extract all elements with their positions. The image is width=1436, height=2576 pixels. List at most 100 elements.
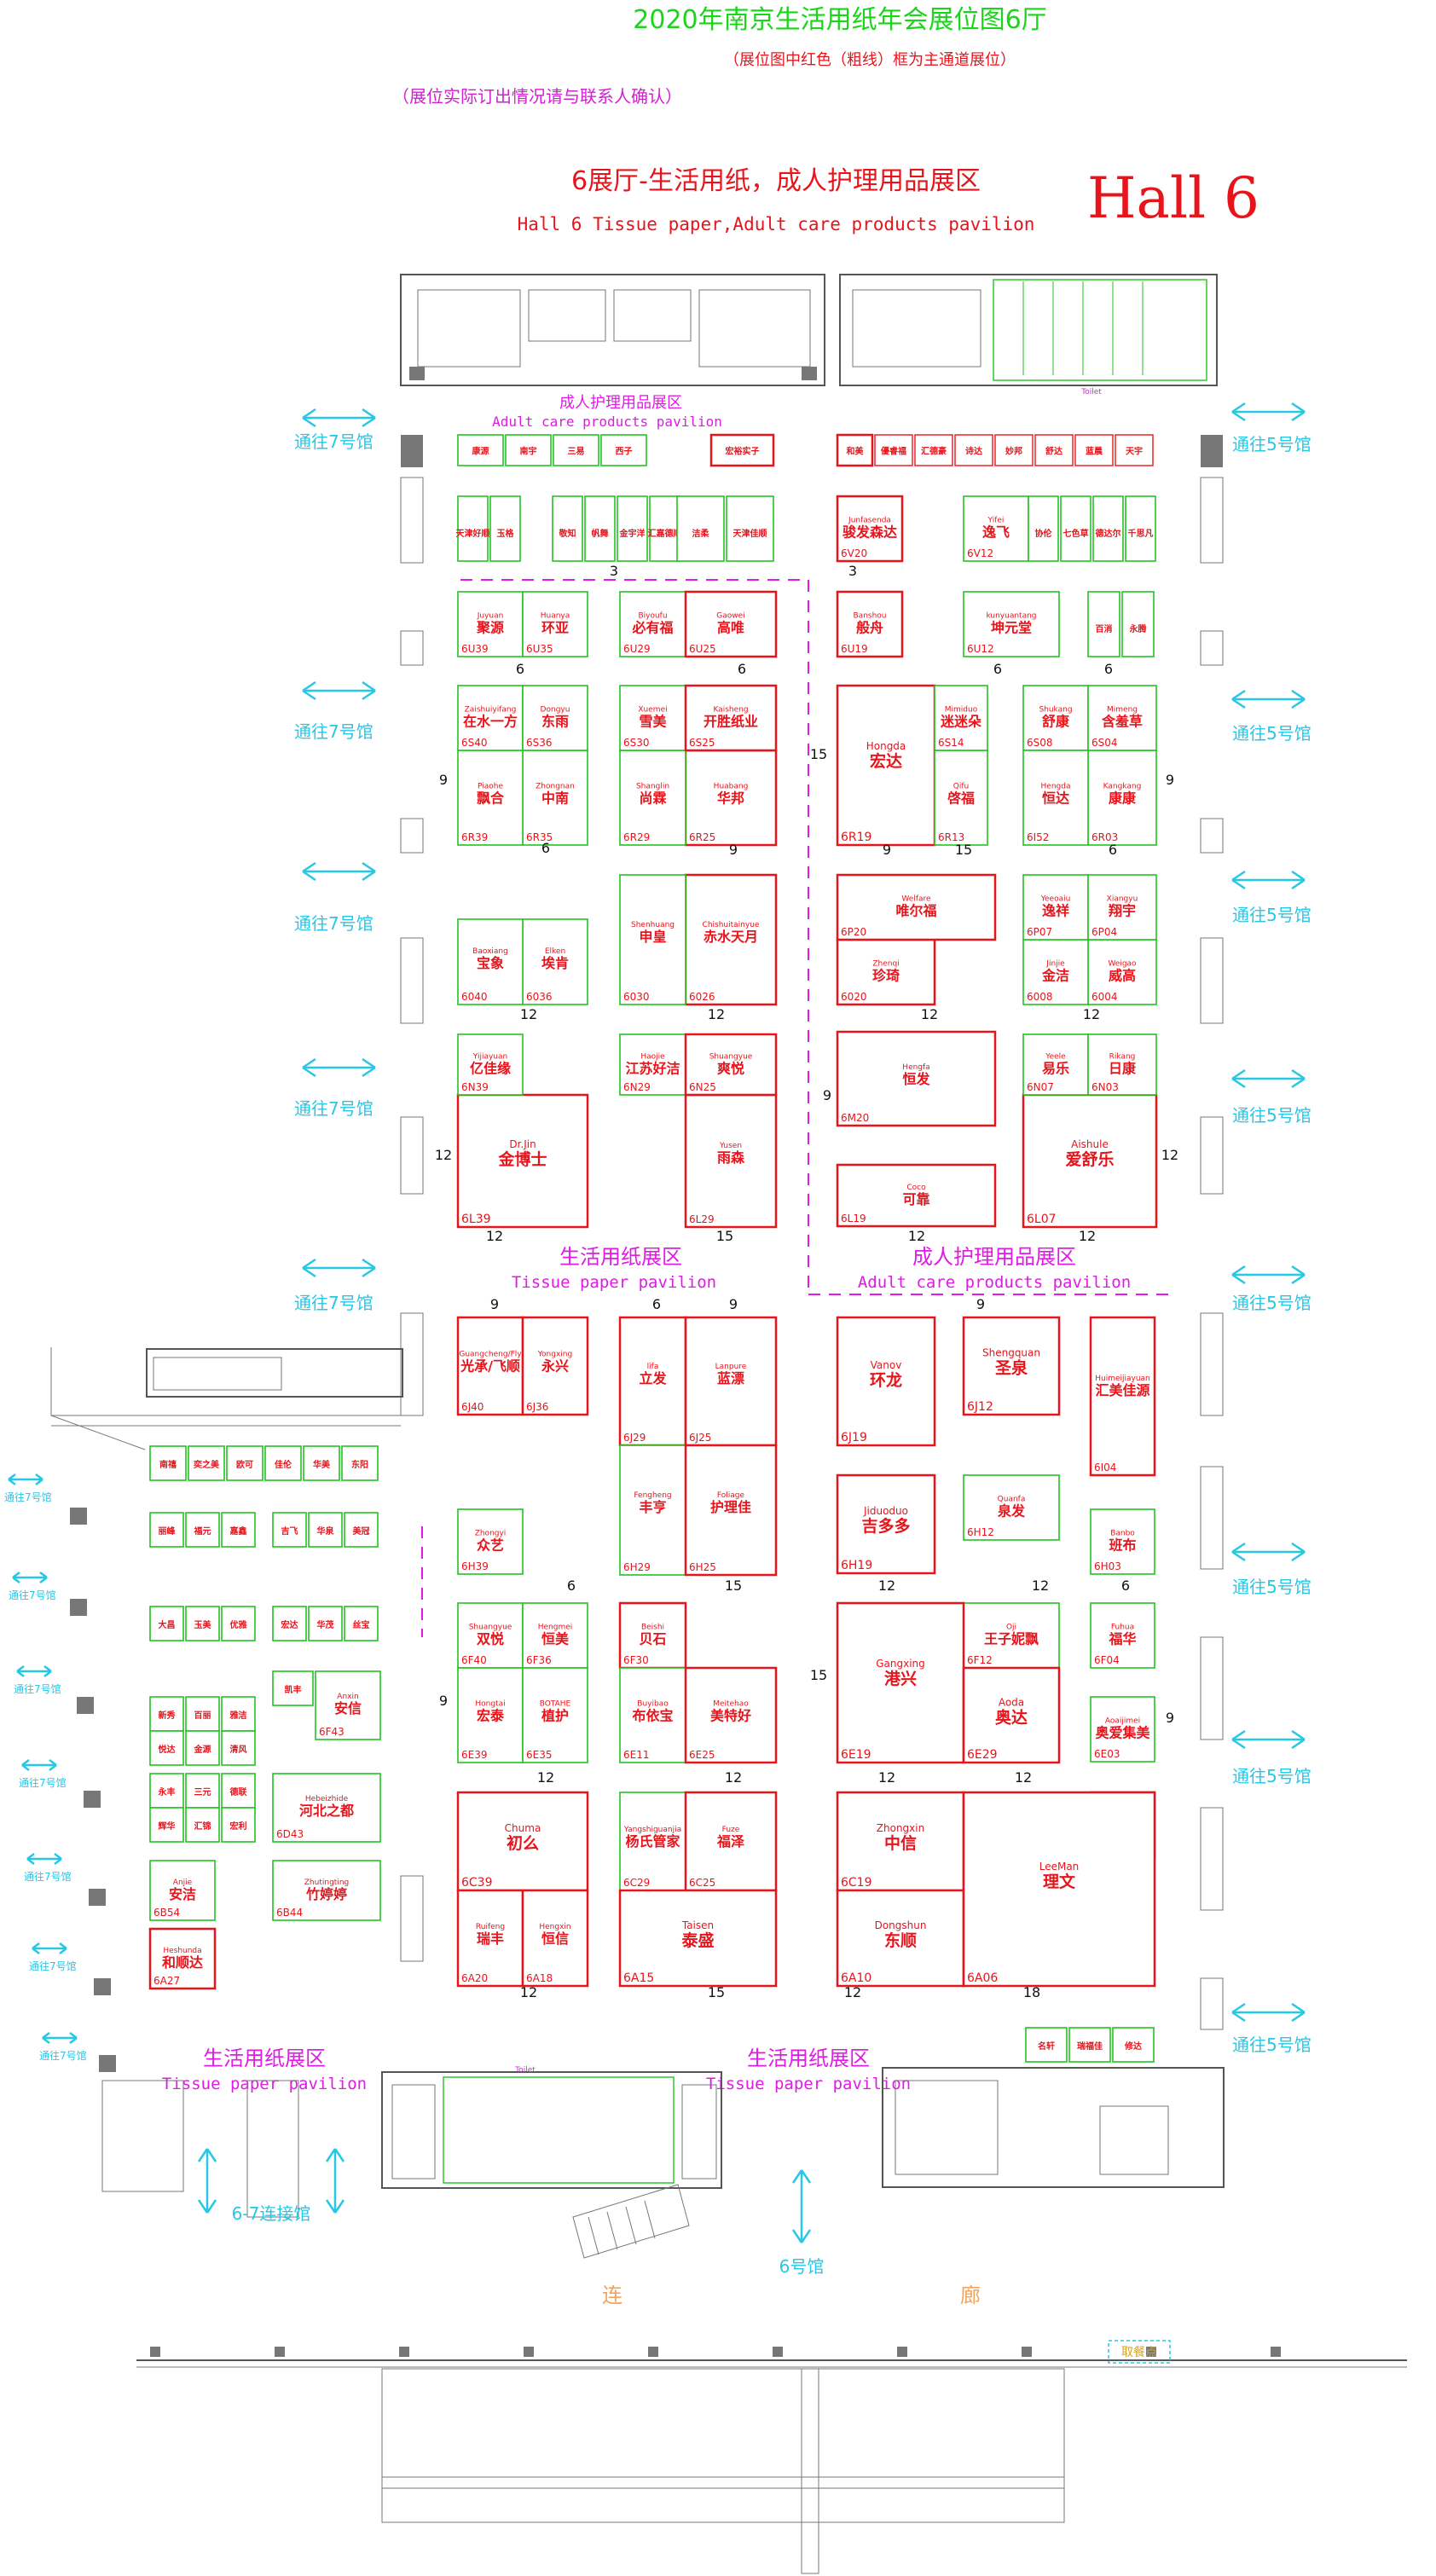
annex-booth-r2-0[interactable]: 吉飞 (272, 1512, 307, 1548)
small-booth-top-left-2[interactable]: 三易 (553, 434, 599, 466)
small-booth-b-mid-2[interactable]: 金宇洋 (617, 495, 648, 562)
small-booth-b-mid-0[interactable]: 敬知 (552, 495, 583, 562)
small-booth-top-right-3[interactable]: 妙邦 (994, 434, 1034, 466)
small-booth-top-left-red-0[interactable]: 宏裕实子 (709, 433, 775, 467)
small-booth-b-right-1[interactable]: 七色草 (1060, 495, 1091, 562)
annex-booth-r3-1[interactable]: 玉美 (185, 1606, 220, 1641)
annex-booth-r7-1[interactable]: 三元 (185, 1773, 220, 1809)
small-booth-b-red-1[interactable]: 天津佳顺 (726, 495, 774, 562)
small-booth-mid-right-0[interactable]: 百消 (1087, 591, 1120, 657)
annex-booth-r8-2[interactable]: 宏利 (221, 1807, 256, 1843)
annex-booth-r4-2[interactable]: 丝宝 (344, 1606, 379, 1641)
annex-booth-r2-1[interactable]: 华泉 (308, 1512, 343, 1548)
small-booth-mid-right-1[interactable]: 永腾 (1121, 591, 1155, 657)
annex-booth-r8-0[interactable]: 辉华 (149, 1807, 184, 1843)
annex-booth-r8-1[interactable]: 汇锦 (185, 1807, 220, 1843)
annex-booth-r6-0[interactable]: 悦达 (149, 1730, 184, 1766)
annex-booth-r1-2[interactable]: 嘉鑫 (221, 1512, 256, 1548)
small-booth-b-right-2[interactable]: 德达尔 (1092, 495, 1124, 562)
small-booth-top-right-5[interactable]: 蓝晨 (1074, 434, 1114, 466)
annex-booth-r5-0[interactable]: 新秀 (149, 1696, 184, 1732)
annex-booth-r3-2[interactable]: 优雅 (221, 1606, 256, 1641)
small-booth-b-left-0[interactable]: 天津好顺 (456, 495, 490, 562)
small-booth-bottom-right-2[interactable]: 修达 (1112, 2027, 1155, 2063)
annex-booth-r5-2[interactable]: 雅洁 (221, 1696, 256, 1732)
small-booth-top-right-1[interactable]: 汇德豪 (914, 434, 953, 466)
annex-booth-r6-1[interactable]: 金源 (185, 1730, 220, 1766)
small-booth-bottom-right-0[interactable]: 名轩 (1025, 2027, 1068, 2063)
annex-booth-r0-0[interactable]: 南禧 (149, 1445, 187, 1481)
small-booth-top-right-2[interactable]: 诗达 (954, 434, 993, 466)
small-booth-top-left-1[interactable]: 南宇 (505, 434, 552, 466)
small-booth-b-right-3[interactable]: 千思凡 (1125, 495, 1156, 562)
annex-booth-r3-0[interactable]: 大昌 (149, 1606, 184, 1641)
small-booth-top-right-red-0[interactable]: 和美 (836, 433, 874, 467)
annex-booth-r1-0[interactable]: 丽峰 (149, 1512, 184, 1548)
small-booth-b-mid-1[interactable]: 帆舞 (584, 495, 616, 562)
small-booth-top-right-4[interactable]: 舒达 (1034, 434, 1074, 466)
annex-booth-r1-1[interactable]: 福元 (185, 1512, 220, 1548)
annex-booth-r7-2[interactable]: 德联 (221, 1773, 256, 1809)
